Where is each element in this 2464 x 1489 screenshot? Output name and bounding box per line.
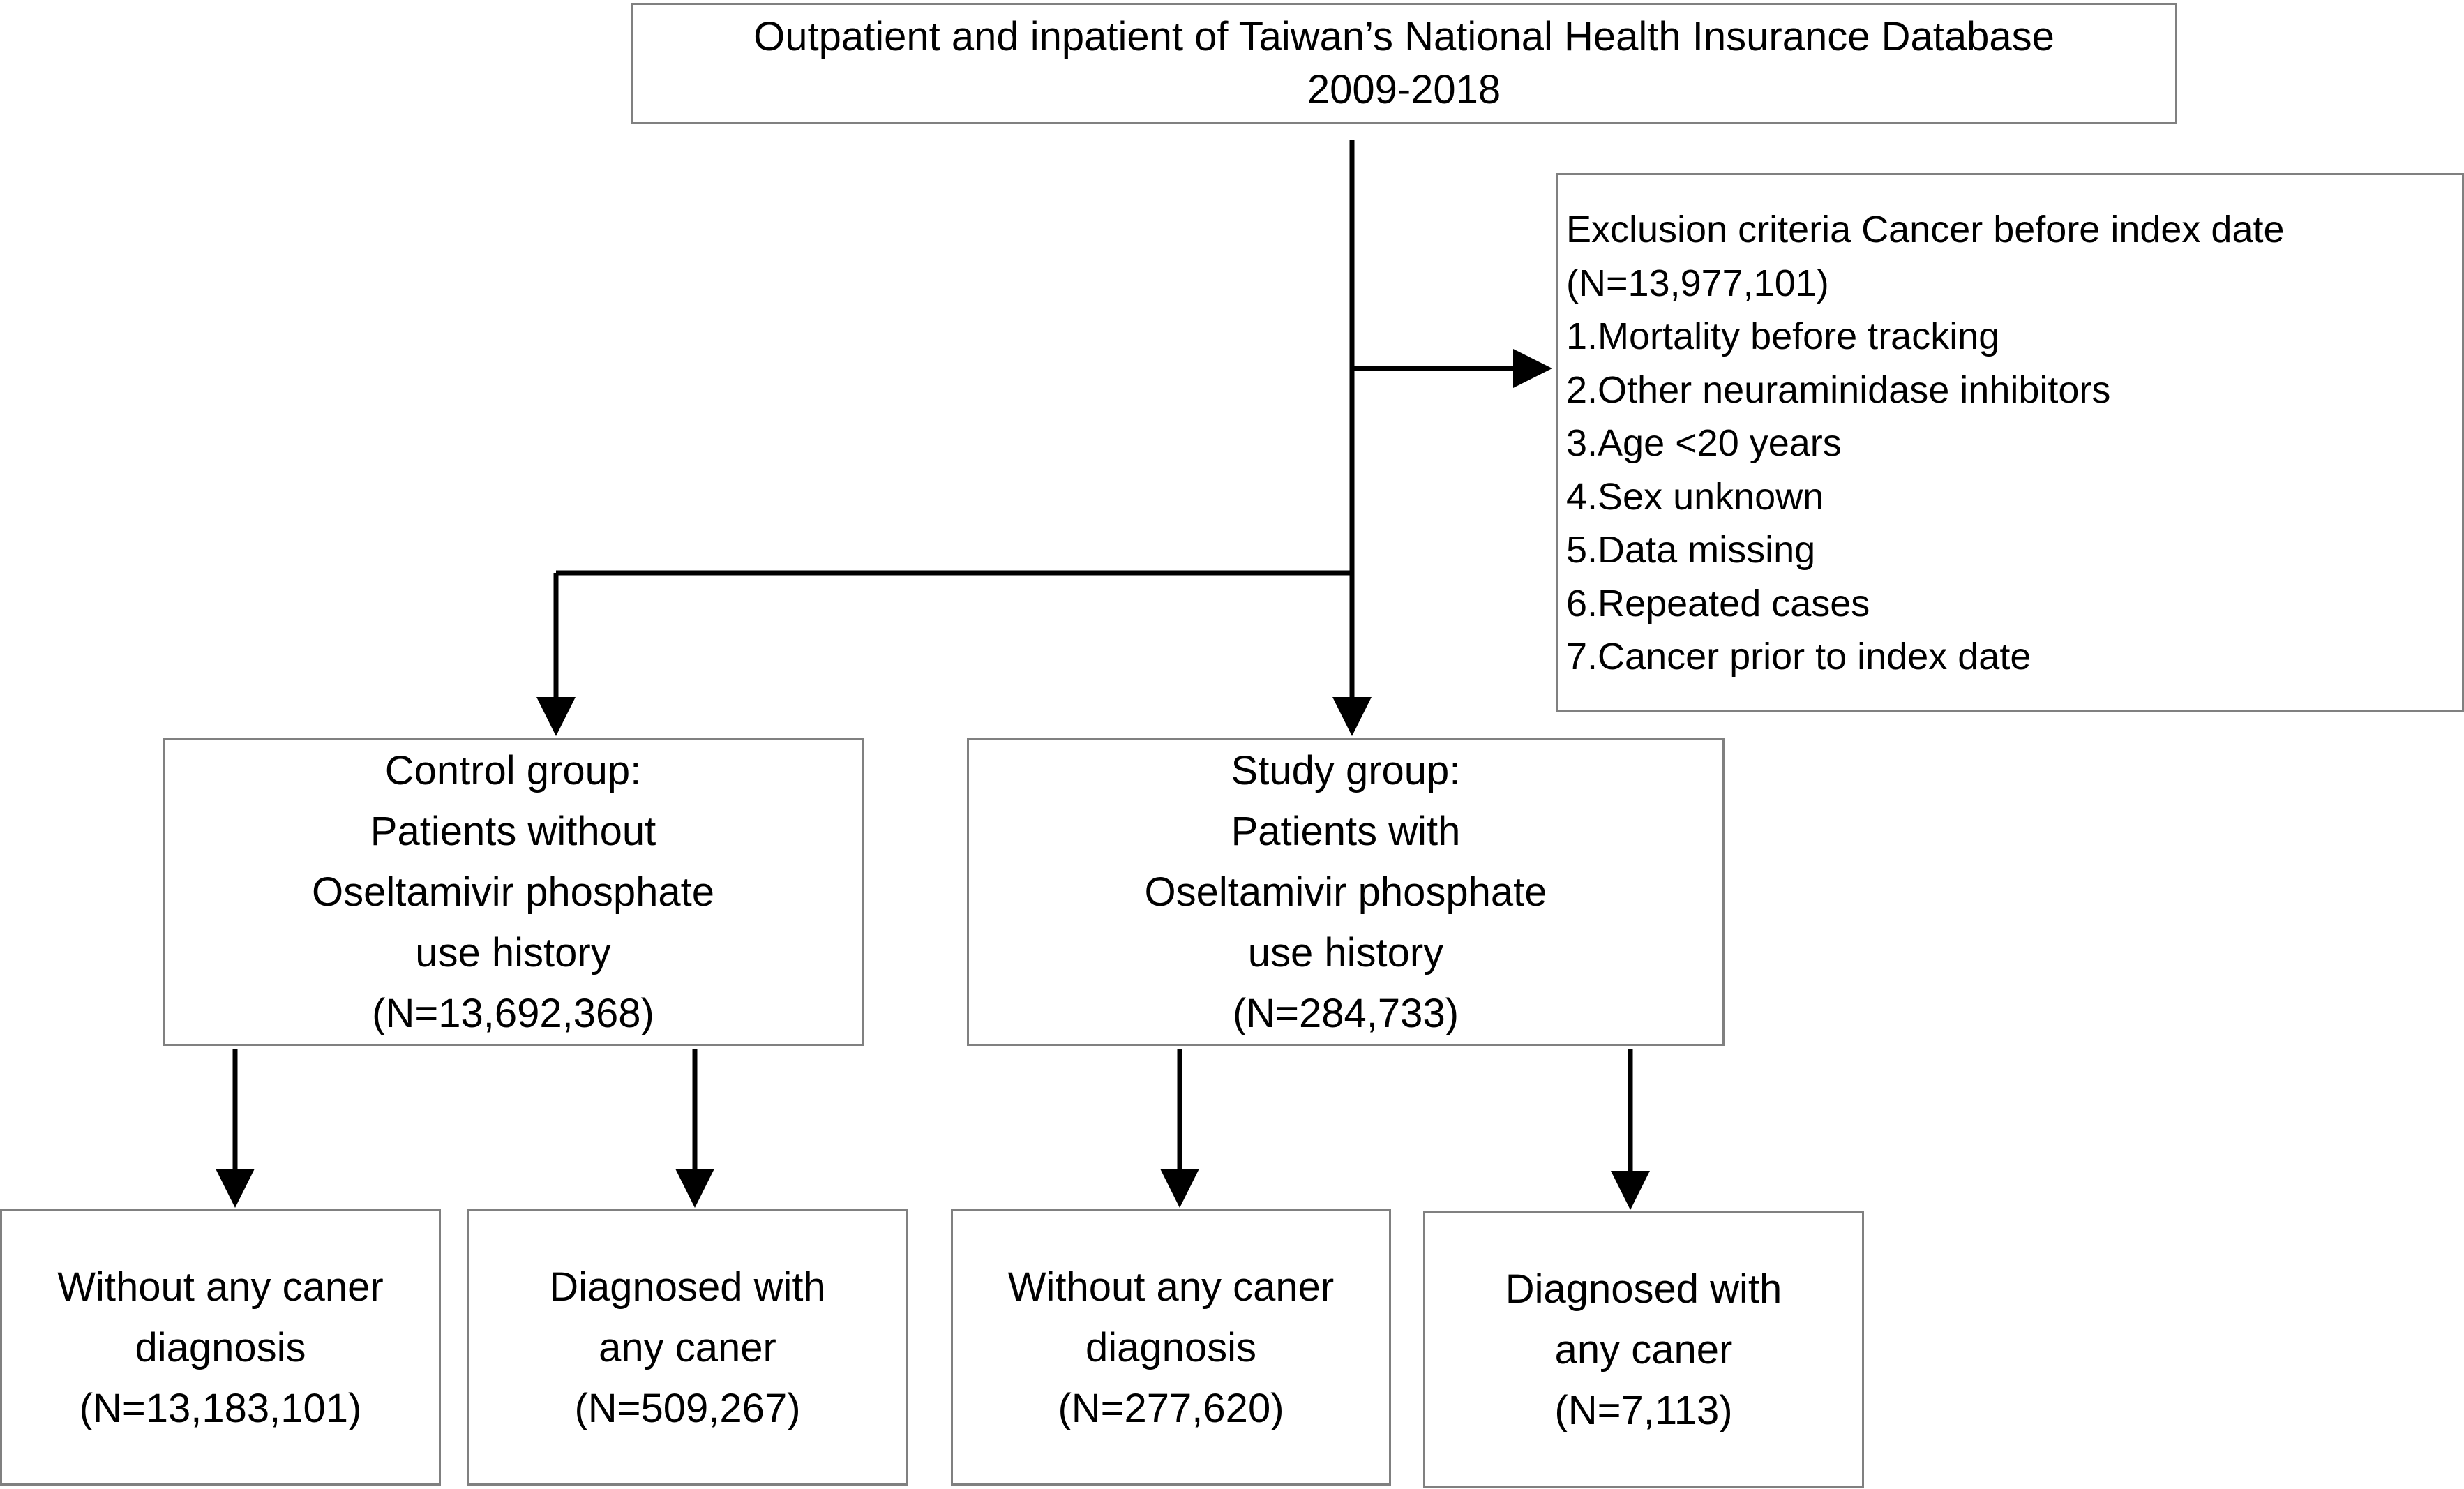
outcome-label: Diagnosed with <box>1505 1266 1782 1312</box>
exclusion-item: 7.Cancer prior to index date <box>1566 636 2031 678</box>
outcome-label: any caner <box>1554 1326 1733 1372</box>
control-group-line: Patients without <box>370 808 656 854</box>
study-no-cancer-box: Without any caner diagnosis (N=277,620) <box>951 1209 1391 1486</box>
outcome-label: Without any caner <box>57 1264 384 1310</box>
outcome-label: diagnosis <box>1085 1324 1257 1370</box>
exclusion-item: 3.Age <20 years <box>1566 422 1842 464</box>
outcome-count: (N=277,620) <box>1058 1385 1284 1431</box>
outcome-label: diagnosis <box>135 1324 306 1370</box>
study-group-title: Study group: <box>1231 747 1461 793</box>
outcome-label: any caner <box>599 1324 776 1370</box>
exclusion-heading: Exclusion criteria Cancer before index d… <box>1566 209 2285 250</box>
control-group-title: Control group: <box>384 747 642 793</box>
study-cancer-box: Diagnosed with any caner (N=7,113) <box>1423 1211 1864 1488</box>
control-group-box: Control group: Patients without Oseltami… <box>163 738 864 1046</box>
study-group-count: (N=284,733) <box>1232 990 1459 1036</box>
control-group-count: (N=13,692,368) <box>372 990 654 1036</box>
outcome-label: Without any caner <box>1007 1264 1335 1310</box>
outcome-count: (N=7,113) <box>1554 1387 1733 1433</box>
control-group-line: Oseltamivir phosphate <box>311 869 715 915</box>
exclusion-item: 5.Data missing <box>1566 529 1816 571</box>
exclusion-count: (N=13,977,101) <box>1566 262 1829 304</box>
study-group-box: Study group: Patients with Oseltamivir p… <box>967 738 1725 1046</box>
outcome-label: Diagnosed with <box>549 1264 826 1310</box>
study-group-line: Patients with <box>1231 808 1461 854</box>
source-years-line: 2009-2018 <box>1307 67 1501 112</box>
control-group-line: use history <box>415 929 611 975</box>
exclusion-item: 2.Other neuraminidase inhibitors <box>1566 368 2111 411</box>
exclusion-criteria-box: Exclusion criteria Cancer before index d… <box>1556 173 2464 712</box>
exclusion-item: 6.Repeated cases <box>1566 582 1870 624</box>
exclusion-item: 4.Sex unknown <box>1566 475 1824 518</box>
control-no-cancer-box: Without any caner diagnosis (N=13,183,10… <box>0 1209 441 1486</box>
study-group-line: use history <box>1247 929 1444 975</box>
outcome-count: (N=509,267) <box>574 1385 801 1431</box>
source-database-box: Outpatient and inpatient of Taiwan’s Nat… <box>631 3 2177 124</box>
source-title-line: Outpatient and inpatient of Taiwan’s Nat… <box>753 14 2054 59</box>
control-cancer-box: Diagnosed with any caner (N=509,267) <box>467 1209 908 1486</box>
outcome-count: (N=13,183,101) <box>79 1385 362 1431</box>
study-group-line: Oseltamivir phosphate <box>1144 869 1547 915</box>
exclusion-item: 1.Mortality before tracking <box>1566 315 2000 357</box>
